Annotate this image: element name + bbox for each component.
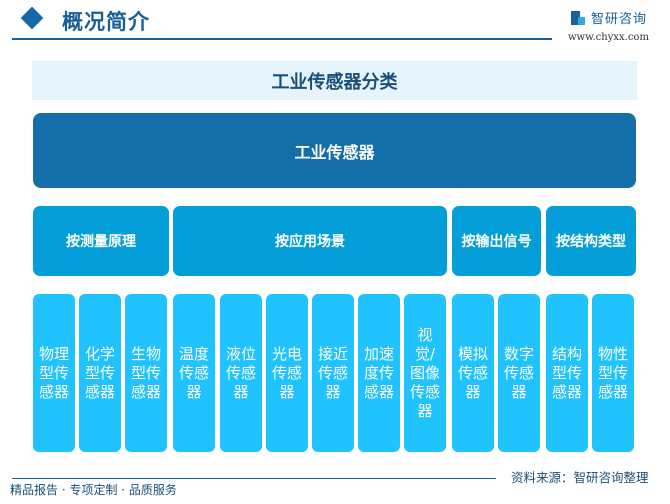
leaf-node: 液位传感器 [220, 294, 262, 452]
footer-divider [12, 478, 496, 479]
leaf-node-label: 物性型传感器 [597, 344, 628, 401]
leaf-node: 光电传感器 [266, 294, 308, 452]
brand-url: www.chyxx.com [568, 32, 649, 43]
group-node-structure: 按结构类型 [546, 206, 636, 276]
footer-slogan: 精品报告 · 专项定制 · 品质服务 [10, 483, 177, 497]
leaf-node: 数字传感器 [498, 294, 540, 452]
header-divider [12, 38, 552, 40]
group-node-label: 按输出信号 [461, 234, 532, 250]
section-title: 概况简介 [62, 9, 150, 34]
leaf-node: 物性型传感器 [592, 294, 634, 452]
leaf-node: 化学型传感器 [79, 294, 121, 452]
brand-logo: 智研咨询 [571, 8, 647, 27]
leaf-node-label: 光电传感器 [271, 344, 302, 401]
group-node-label: 按测量原理 [66, 234, 136, 250]
leaf-node-label: 加速度传感器 [363, 344, 394, 401]
leaf-node-label: 生物型传感器 [130, 344, 161, 401]
leaf-node: 接近传感器 [312, 294, 354, 452]
leaf-node: 生物型传感器 [125, 294, 167, 452]
root-node: 工业传感器 [33, 113, 636, 188]
leaf-node-label: 物理型传感器 [38, 344, 69, 401]
group-node-label: 按结构类型 [556, 234, 626, 250]
leaf-node: 结构型传感器 [546, 294, 588, 452]
diamond-icon [20, 6, 44, 30]
leaf-node-label: 温度传感器 [178, 344, 209, 401]
brand-logo-icon [571, 10, 585, 25]
group-node-application: 按应用场景 [173, 206, 447, 276]
leaf-node: 视觉/图像传感器 [404, 294, 446, 452]
group-node-measurement: 按测量原理 [33, 206, 169, 276]
root-node-label: 工业传感器 [294, 142, 375, 162]
source-note: 资料来源：智研咨询整理 [511, 470, 649, 485]
leaf-node-label: 液位传感器 [225, 344, 256, 401]
leaf-node-label: 模拟传感器 [457, 344, 488, 401]
leaf-node: 模拟传感器 [452, 294, 494, 452]
leaf-node-label: 结构型传感器 [551, 344, 582, 401]
leaf-node-label: 视觉/图像传感器 [409, 325, 440, 420]
leaf-node: 物理型传感器 [33, 294, 75, 452]
leaf-node-label: 数字传感器 [503, 344, 534, 401]
brand-name: 智研咨询 [591, 12, 648, 27]
diagram-title-bar: 工业传感器分类 [32, 61, 637, 100]
group-node-output-signal: 按输出信号 [452, 206, 541, 276]
leaf-node: 温度传感器 [173, 294, 215, 452]
diagram-title: 工业传感器分类 [271, 71, 398, 93]
leaf-node-label: 接近传感器 [317, 344, 348, 401]
leaf-node: 加速度传感器 [358, 294, 400, 452]
leaf-node-label: 化学型传感器 [84, 344, 115, 401]
group-node-label: 按应用场景 [275, 234, 345, 250]
